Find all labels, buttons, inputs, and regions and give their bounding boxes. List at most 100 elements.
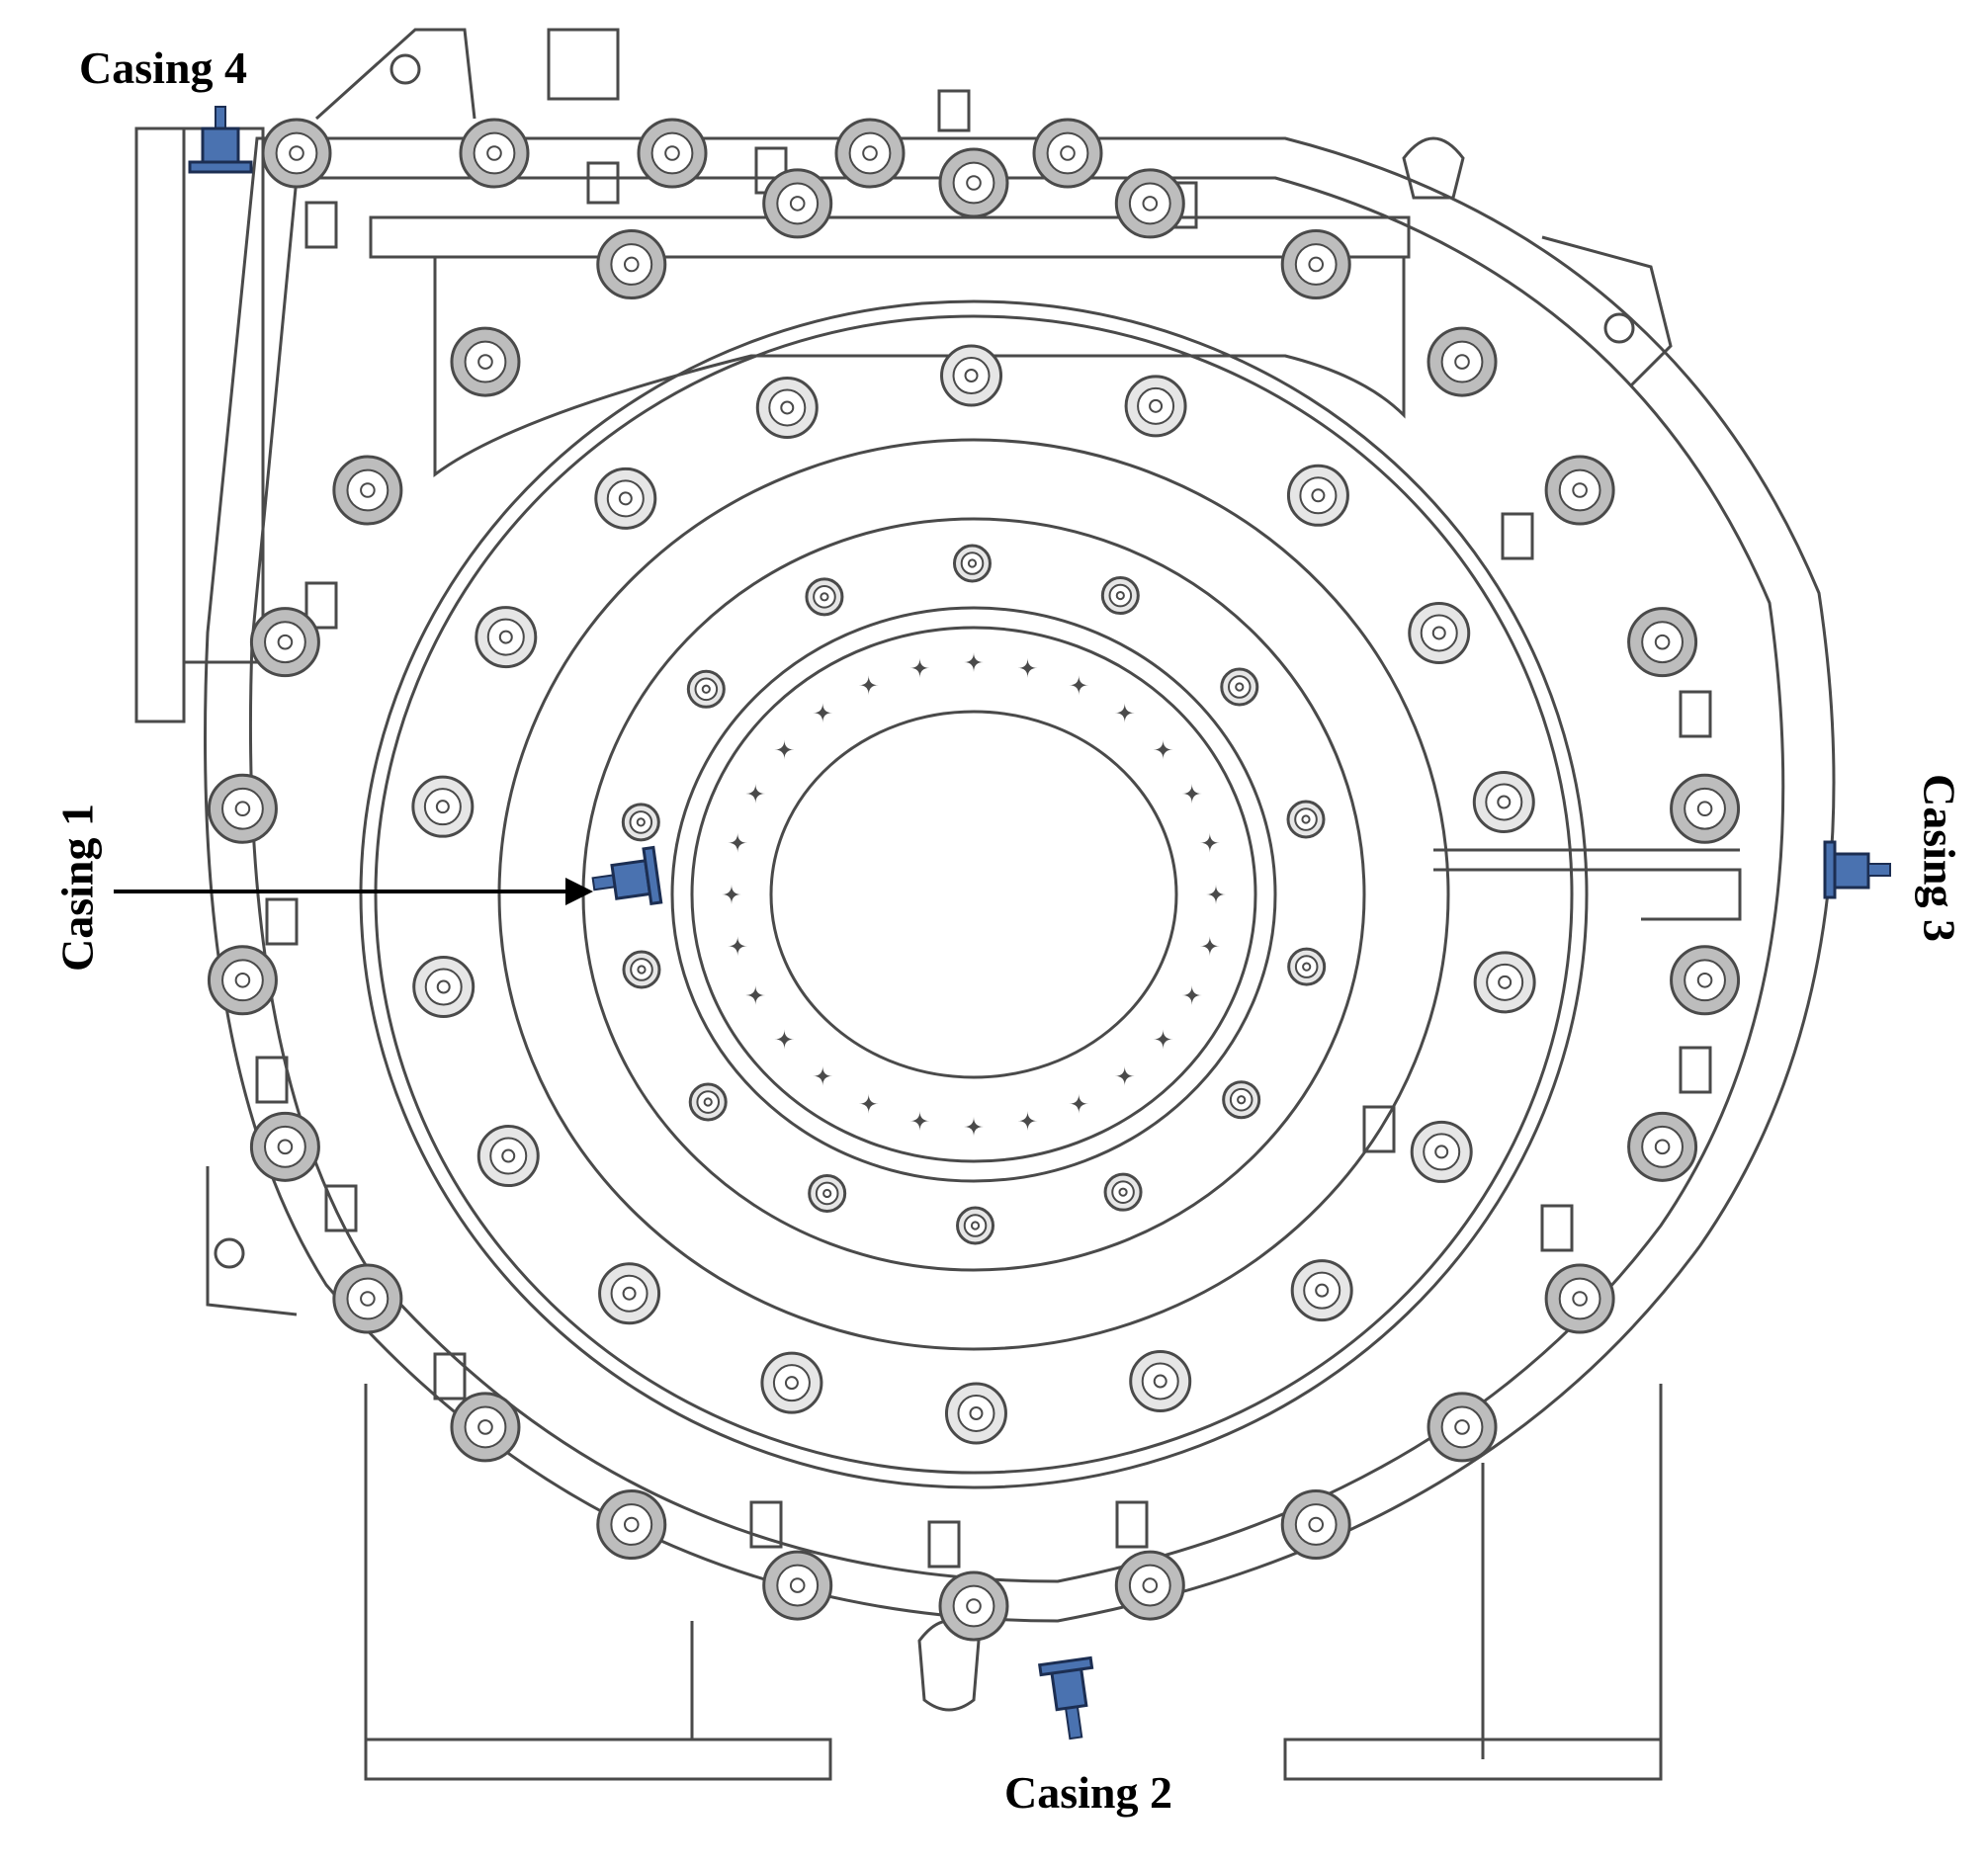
top-bolt-4-hole bbox=[862, 145, 878, 161]
outer-bolt-1-hole bbox=[966, 175, 982, 191]
casing-4-sensor bbox=[188, 106, 253, 174]
rib-block-15 bbox=[749, 1500, 783, 1549]
star-27 bbox=[1181, 784, 1202, 805]
right-foot-base bbox=[1283, 1738, 1663, 1781]
star-17 bbox=[745, 784, 766, 805]
outer-bolt-26-hole bbox=[789, 196, 806, 212]
star-7 bbox=[1017, 1111, 1038, 1132]
casing-4-label: Casing 4 bbox=[79, 42, 247, 93]
star-12 bbox=[774, 1029, 795, 1050]
outer-bolt-10-hole bbox=[1572, 1291, 1588, 1307]
outer-bolt-26 bbox=[762, 168, 833, 239]
top-bolt-3-hole bbox=[664, 145, 680, 161]
outer-bolt-8 bbox=[1670, 945, 1741, 1016]
star-13 bbox=[745, 984, 766, 1005]
left-foot-leg bbox=[364, 1384, 694, 1759]
outer-bolt-21 bbox=[207, 773, 278, 844]
top-lug-hole bbox=[389, 53, 421, 85]
star-15 bbox=[722, 885, 741, 904]
outer-bolt-20-hole bbox=[234, 972, 251, 988]
top-bolt-3 bbox=[637, 118, 708, 189]
mid-bolt-4-hole bbox=[1153, 1374, 1167, 1389]
outer-bolt-1 bbox=[938, 147, 1009, 218]
ring-6 bbox=[690, 626, 1257, 1163]
star-21 bbox=[909, 657, 930, 678]
mid-bolt-5-hole bbox=[969, 1405, 984, 1420]
star-3 bbox=[1181, 984, 1202, 1005]
star-20 bbox=[858, 675, 879, 696]
ring-1 bbox=[359, 299, 1589, 1489]
mid-bolt-17-hole bbox=[1431, 626, 1446, 640]
inner-bolt-12 bbox=[1100, 576, 1140, 616]
outer-bolt-23 bbox=[332, 455, 403, 526]
outer-bolt-23-hole bbox=[360, 482, 376, 498]
casing-2-label: Casing 2 bbox=[1004, 1767, 1172, 1818]
rib-block-18 bbox=[1362, 1105, 1396, 1153]
star-23 bbox=[1017, 657, 1038, 678]
star-25 bbox=[1114, 703, 1135, 723]
mid-bolt-14-hole bbox=[964, 369, 979, 383]
mid-bolt-13 bbox=[755, 376, 819, 439]
mid-bolt-6-hole bbox=[784, 1376, 799, 1391]
rib-block-2 bbox=[304, 581, 338, 630]
outer-bolt-12 bbox=[1280, 1489, 1351, 1561]
outer-bolt-13-hole bbox=[1142, 1577, 1159, 1593]
inner-bolt-3 bbox=[1103, 1172, 1143, 1212]
top-terminal-box bbox=[547, 28, 620, 101]
mid-bolt-3-hole bbox=[1315, 1283, 1330, 1298]
outer-bolt-4-hole bbox=[1454, 354, 1470, 370]
star-4 bbox=[1153, 1029, 1173, 1050]
outer-casing-ring bbox=[204, 136, 1836, 1623]
top-left-lug bbox=[314, 28, 476, 121]
left-vertical-bar bbox=[134, 127, 186, 723]
rib-block-14 bbox=[433, 1352, 467, 1400]
outer-bolt-6 bbox=[1627, 607, 1698, 678]
rib-block-7 bbox=[1501, 512, 1534, 560]
star-19 bbox=[813, 703, 833, 723]
rib-block-5 bbox=[937, 89, 971, 132]
outer-bolt-9-hole bbox=[1654, 1139, 1671, 1155]
star-11 bbox=[813, 1065, 833, 1086]
bolt-circle bbox=[207, 118, 1741, 1642]
star-1 bbox=[1206, 885, 1226, 904]
outer-bolt-19 bbox=[249, 1111, 320, 1182]
outer-bolt-21-hole bbox=[234, 801, 251, 817]
rib-block-13 bbox=[324, 1184, 358, 1232]
inner-bolt-3-hole bbox=[1118, 1187, 1128, 1197]
mid-bolt-4 bbox=[1129, 1350, 1192, 1413]
rib-block-12 bbox=[255, 1056, 289, 1104]
inner-bolt-1-hole bbox=[1302, 962, 1312, 972]
inner-bolt-13-hole bbox=[1235, 682, 1245, 692]
star-5 bbox=[1114, 1065, 1135, 1086]
outer-casing-ring-inner bbox=[248, 176, 1785, 1583]
inner-bolt-9 bbox=[686, 669, 726, 709]
star-28 bbox=[1199, 832, 1220, 853]
mid-bolt-18-hole bbox=[1497, 795, 1512, 809]
mid-bolt-7-hole bbox=[622, 1286, 637, 1301]
rib-block-11 bbox=[265, 897, 299, 946]
mid-bolt-17 bbox=[1408, 601, 1471, 664]
star-9 bbox=[909, 1111, 930, 1132]
outer-bolt-17 bbox=[450, 1392, 521, 1463]
inner-bolt-10 bbox=[805, 577, 844, 617]
concentric-rings bbox=[359, 299, 1589, 1489]
star-10 bbox=[858, 1093, 879, 1114]
inner-bolt-11 bbox=[952, 544, 992, 583]
rib-block-3 bbox=[586, 161, 620, 205]
star-14 bbox=[728, 936, 748, 957]
inner-bolt-14-hole bbox=[1301, 814, 1311, 824]
ring-7 bbox=[769, 710, 1178, 1079]
lower-left-lug-hole bbox=[214, 1237, 245, 1269]
star-26 bbox=[1153, 739, 1173, 760]
inner-bolt-1 bbox=[1287, 947, 1327, 986]
mid-bolt-1 bbox=[1473, 951, 1536, 1014]
mid-bolt-5 bbox=[944, 1382, 1007, 1445]
top-bolt-2-hole bbox=[486, 145, 502, 161]
outer-bolt-5 bbox=[1544, 455, 1615, 526]
outer-bolt-15 bbox=[762, 1550, 833, 1621]
mid-bolt-18 bbox=[1472, 770, 1535, 833]
mid-bolt-10 bbox=[411, 775, 475, 838]
inner-pocket bbox=[433, 255, 1406, 477]
inner-bolt-5-hole bbox=[822, 1188, 832, 1199]
inner-bolt-2 bbox=[1222, 1080, 1261, 1120]
